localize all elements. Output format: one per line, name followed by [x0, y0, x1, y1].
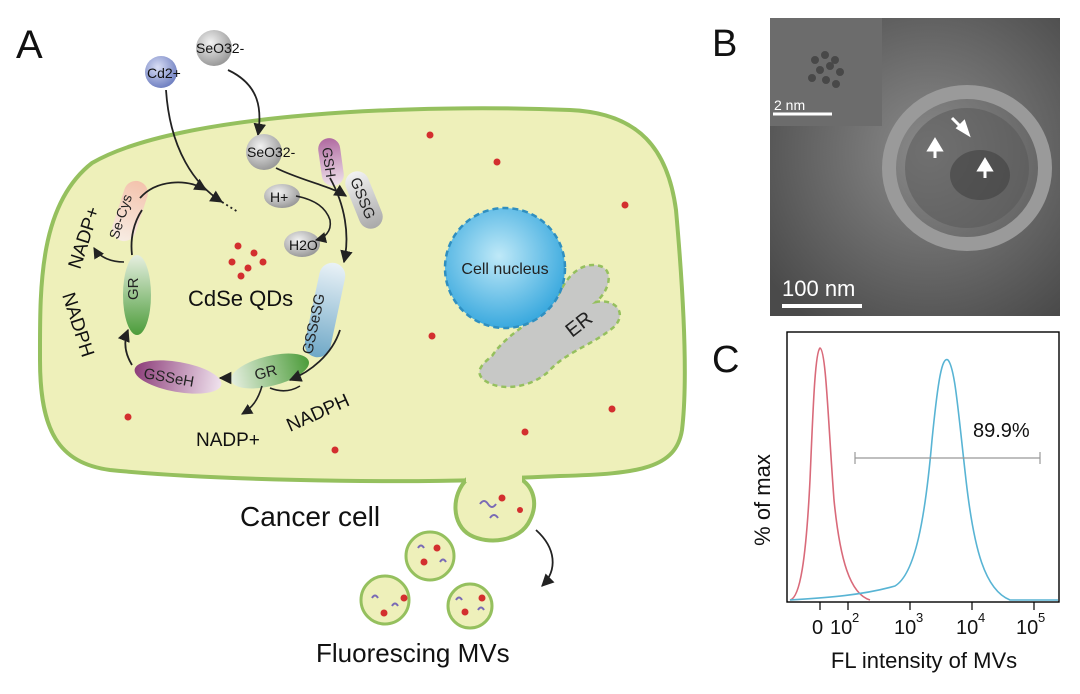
red-histogram: [789, 347, 871, 601]
seo3-ion-in: [246, 134, 282, 170]
xtick-2: 10: [830, 617, 852, 639]
tem-vesicle-ring: [882, 85, 1052, 251]
scale-bar-label: 100 nm: [782, 276, 855, 301]
nadp-bottom-label: NADP+: [196, 430, 260, 451]
xtick-0: 0: [812, 617, 823, 639]
cell-nucleus: [443, 206, 567, 330]
seo3-ion-out: [196, 30, 232, 66]
panel-c-label: C: [712, 339, 739, 381]
cancer-cell-label: Cancer cell: [240, 501, 380, 532]
gate-marker: [854, 452, 1041, 464]
qd-dots: [124, 131, 629, 454]
tem-inset: [770, 18, 882, 126]
gsh-pill: [318, 138, 344, 186]
h-plus-label: H+: [270, 189, 288, 205]
panel-a-label: A: [16, 23, 43, 67]
gr-left-label: GR: [125, 277, 142, 300]
gssesg-pill: [304, 262, 346, 358]
xtick-3-exp: 3: [916, 610, 923, 625]
gate-percent-label: 89.9%: [973, 420, 1030, 442]
se-cys-pill: [112, 180, 148, 242]
seo3-out-label: SeO32-: [196, 40, 245, 56]
gsseh-pill: [134, 360, 222, 394]
panel-b-label: B: [712, 23, 737, 65]
cd-ion: [145, 56, 177, 88]
panel-b: B 2 nm 100 nm: [712, 18, 1060, 316]
xtick-4: 10: [956, 617, 978, 639]
tem-arrows: [926, 116, 994, 178]
xtick-5-exp: 5: [1038, 610, 1045, 625]
gsh-label: GSH: [319, 146, 339, 178]
microvesicles: [359, 530, 494, 630]
x-ticks: [819, 602, 1035, 610]
budding-vesicle: [453, 476, 537, 543]
nucleus-label: Cell nucleus: [461, 261, 548, 278]
seo3-in-label: SeO32-: [247, 144, 296, 160]
x-axis-label: FL intensity of MVs: [831, 648, 1017, 673]
xtick-3: 10: [894, 617, 916, 639]
gr-bottom-label: GR: [253, 362, 279, 384]
er-shape: [478, 263, 621, 389]
xtick-4-exp: 4: [978, 610, 985, 625]
plot-frame: [786, 331, 1060, 603]
blue-histogram: [789, 358, 1058, 601]
mvs-label: Fluorescing MVs: [316, 638, 510, 668]
cd-label: Cd2+: [147, 65, 181, 81]
xtick-5: 10: [1016, 617, 1038, 639]
panel-c: C % of max 89.9% 0 10 2 10 3 10 4 10 5: [712, 331, 1060, 673]
y-axis-label: % of max: [750, 454, 775, 546]
gr-left-pill: [123, 255, 151, 335]
xtick-2-exp: 2: [852, 610, 859, 625]
inset-scale-label: 2 nm: [774, 97, 805, 113]
cdse-qds-label: CdSe QDs: [188, 286, 293, 311]
gssg-pill: [345, 171, 383, 229]
panel-a: A Cell nucleus ER Cd2+ SeO32-: [16, 23, 687, 668]
h2o-label: H2O: [289, 237, 318, 253]
